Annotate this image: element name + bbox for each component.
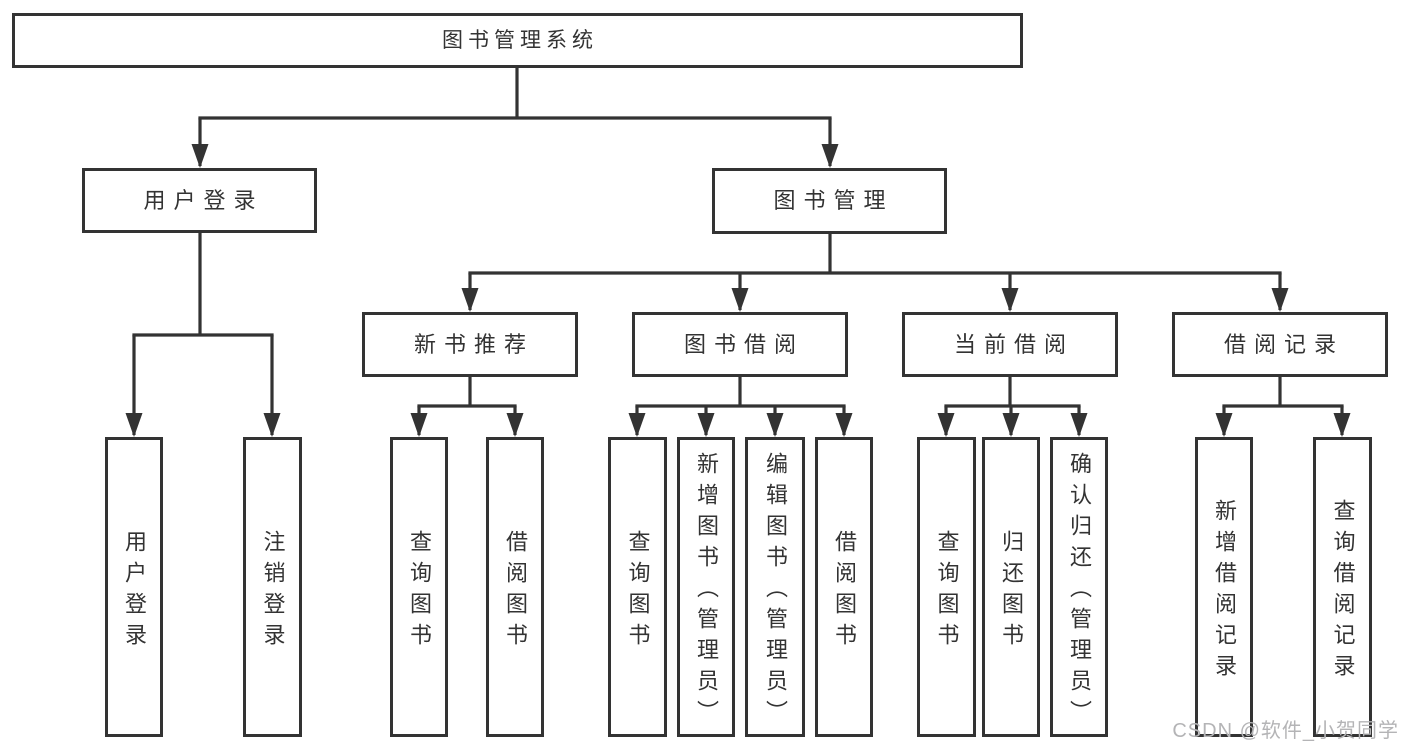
connector-book-borrow-children xyxy=(628,377,853,437)
connector-root-to-level2 xyxy=(191,68,839,168)
connector-borrow-record-children xyxy=(1215,377,1351,437)
node-borrow-record: 借阅记录 xyxy=(1172,312,1388,377)
node-current-borrow: 当前借阅 xyxy=(902,312,1118,377)
leaf-borrow-query-book-label: 查询图书 xyxy=(625,529,651,654)
node-borrow-record-label: 借阅记录 xyxy=(1223,331,1344,357)
leaf-current-return-book-label: 归还图书 xyxy=(999,529,1024,654)
csdn-watermark: CSDN @软件_小贺同学 xyxy=(1172,720,1399,742)
connector-user-login-children xyxy=(125,232,281,437)
leaf-record-query-record: 查询借阅记录 xyxy=(1313,437,1372,737)
leaf-borrow-add-book-label: 新增图书（管理员） xyxy=(694,452,719,731)
node-book-mgmt-label: 图书管理 xyxy=(773,188,894,213)
leaf-logout: 注销登录 xyxy=(243,437,302,737)
leaf-record-add-record: 新增借阅记录 xyxy=(1195,437,1253,737)
leaf-logout-label: 注销登录 xyxy=(260,529,286,654)
leaf-newrec-query-book-label: 查询图书 xyxy=(407,529,432,654)
leaf-borrow-borrow-book: 借阅图书 xyxy=(815,437,873,737)
leaf-current-confirm-return: 确认归还（管理员） xyxy=(1050,437,1108,737)
leaf-newrec-query-book: 查询图书 xyxy=(390,437,448,737)
leaf-borrow-borrow-book-label: 借阅图书 xyxy=(832,529,857,654)
leaf-borrow-edit-book-label: 编辑图书（管理员） xyxy=(763,452,788,731)
node-new-book-rec-label: 新书推荐 xyxy=(413,331,534,357)
node-new-book-rec: 新书推荐 xyxy=(362,312,578,377)
node-book-borrow: 图书借阅 xyxy=(632,312,848,377)
leaf-borrow-edit-book: 编辑图书（管理员） xyxy=(745,437,805,737)
leaf-current-query-book: 查询图书 xyxy=(917,437,976,737)
leaf-newrec-borrow-book-label: 借阅图书 xyxy=(503,529,528,654)
leaf-borrow-query-book: 查询图书 xyxy=(608,437,667,737)
leaf-record-query-record-label: 查询借阅记录 xyxy=(1330,498,1356,685)
connector-book-mgmt-children xyxy=(461,234,1289,312)
leaf-current-return-book: 归还图书 xyxy=(982,437,1040,737)
connector-current-borrow-children xyxy=(937,377,1088,437)
node-user-login: 用户登录 xyxy=(82,168,317,233)
leaf-borrow-add-book: 新增图书（管理员） xyxy=(677,437,735,737)
node-user-login-label: 用户登录 xyxy=(143,187,264,213)
connector-new-book-rec-children xyxy=(410,377,524,437)
node-current-borrow-label: 当前借阅 xyxy=(953,331,1074,357)
node-root: 图书管理系统 xyxy=(12,13,1023,68)
leaf-current-confirm-return-label: 确认归还（管理员） xyxy=(1067,452,1092,731)
node-root-label: 图书管理系统 xyxy=(442,29,598,52)
leaf-user-login-label: 用户登录 xyxy=(122,529,147,654)
node-book-mgmt: 图书管理 xyxy=(712,168,947,234)
leaf-current-query-book-label: 查询图书 xyxy=(934,529,960,654)
leaf-record-add-record-label: 新增借阅记录 xyxy=(1212,498,1237,685)
leaf-newrec-borrow-book: 借阅图书 xyxy=(486,437,544,737)
node-book-borrow-label: 图书借阅 xyxy=(683,331,804,357)
leaf-user-login: 用户登录 xyxy=(105,437,163,737)
